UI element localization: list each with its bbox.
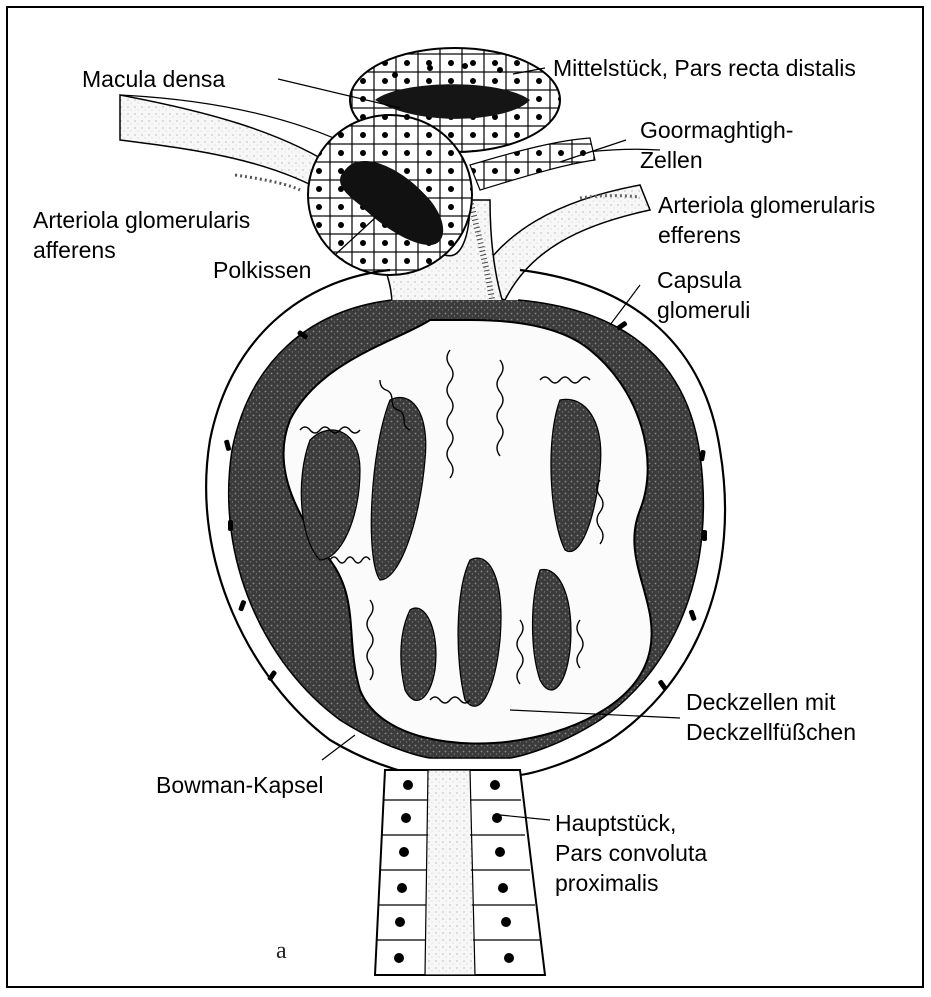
label-macula-densa: Macula densa [82,64,225,94]
label-efferens-line2: efferens [658,220,875,250]
label-deckzellen-line2: Deckzellfüßchen [686,717,856,747]
label-capsula-glomeruli: Capsula glomeruli [657,265,750,325]
label-deckzellen-line1: Deckzellen mit [686,687,856,717]
label-hauptstueck-line2: Pars convoluta [555,838,707,868]
panel-letter: a [276,938,287,965]
polkissen-cluster [308,115,472,275]
label-polkissen: Polkissen [213,255,311,285]
label-efferens-line1: Arteriola glomerularis [658,190,875,220]
label-capsula-line2: glomeruli [657,295,750,325]
proximal-tubule [375,770,545,975]
label-hauptstueck-line3: proximalis [555,868,707,898]
label-hauptstueck-line1: Hauptstück, [555,808,707,838]
label-goormaghtigh: Goormaghtigh- Zellen [640,115,793,175]
label-arteriola-efferens: Arteriola glomerularis efferens [658,190,875,250]
label-goormaghtigh-line1: Goormaghtigh- [640,115,793,145]
label-bowman-kapsel: Bowman-Kapsel [156,770,323,800]
label-hauptstueck: Hauptstück, Pars convoluta proximalis [555,808,707,898]
label-goormaghtigh-line2: Zellen [640,145,793,175]
label-deckzellen: Deckzellen mit Deckzellfüßchen [686,687,856,747]
label-mittelstueck: Mittelstück, Pars recta distalis [553,53,856,83]
label-capsula-line1: Capsula [657,265,750,295]
label-afferens-line1: Arteriola glomerularis [33,205,250,235]
